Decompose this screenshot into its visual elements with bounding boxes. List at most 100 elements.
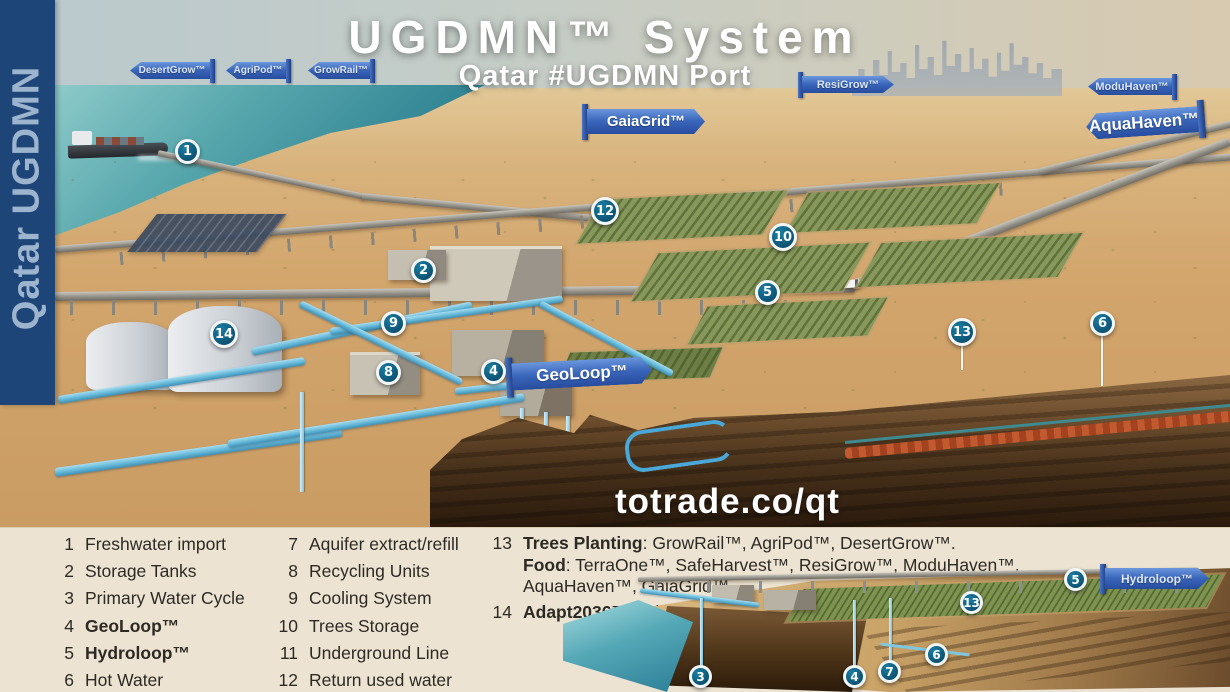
legend-item-number: 13 (492, 533, 512, 553)
inset-marker-3: 3 (689, 665, 712, 688)
banner-hydroloop-flag: Hydroloop™ (1105, 568, 1209, 589)
marker-number: 6 (1097, 316, 1108, 331)
inset-borehole-pipe (700, 598, 703, 668)
banner-hydroloop: Hydroloop™ (1100, 564, 1209, 594)
banner-growrail: GrowRail™ (308, 59, 375, 83)
banner-post (1100, 564, 1106, 594)
legend-item-number: 12 (278, 670, 298, 691)
banner-resigrow-flag: ResiGrow™ (802, 76, 894, 93)
marker-10: 10 (769, 223, 797, 251)
legend-item: 12 Return used water (272, 667, 459, 692)
marker-number: 9 (388, 316, 399, 331)
legend-item-label: Trees Storage (309, 615, 420, 636)
legend-item: 8 Recycling Units (272, 558, 459, 585)
banner-post (286, 59, 291, 83)
marker-stick (1101, 334, 1103, 386)
inset-marker-6: 6 (925, 643, 948, 666)
legend-item-label: Storage Tanks (85, 561, 197, 582)
marker-5: 5 (755, 280, 780, 305)
legend-item-number: 2 (64, 561, 74, 582)
legend-item-13-head: Trees Planting (523, 533, 643, 553)
legend-item: 6 Hot Water (48, 667, 245, 692)
banner-post (210, 59, 215, 83)
legend-item-number: 11 (279, 642, 298, 663)
banner-desertgrow-flag: DesertGrow™ (130, 62, 214, 79)
banner-moduhaven-flag: ModuHaven™ (1088, 78, 1176, 95)
marker-number: 4 (488, 364, 499, 379)
marker-6: 6 (1090, 311, 1115, 336)
website-link[interactable]: totrade.co/qt (615, 482, 840, 521)
sidebar: Qatar UGDMN (0, 0, 55, 405)
legend-item: 11 Underground Line (272, 640, 459, 667)
banner-post (1172, 74, 1177, 100)
page-title: UGDMN™ System (348, 11, 862, 63)
legend-item-number: 8 (288, 561, 298, 582)
inset-borehole-pipe (889, 598, 892, 660)
marker-2: 2 (411, 258, 436, 283)
marker-stick (961, 344, 963, 370)
marker-number: 13 (952, 324, 972, 340)
inset-borehole-pipe (853, 600, 856, 666)
banner-agripod: AgriPod™ (226, 59, 291, 83)
marker-14: 14 (210, 320, 238, 348)
marker-number: 8 (383, 365, 394, 380)
banner-post (370, 59, 375, 83)
legend-item-label: Cooling System (309, 588, 432, 609)
marker-13: 13 (948, 318, 976, 346)
marker-number: 4 (850, 669, 859, 684)
legend-item: 4 GeoLoop™ (48, 613, 245, 640)
banner-moduhaven: ModuHaven™ (1088, 74, 1177, 100)
legend-item-label: Primary Water Cycle (85, 588, 245, 609)
plant-building (430, 246, 562, 301)
legend-item-number: 14 (492, 601, 512, 622)
marker-1: 1 (175, 139, 200, 164)
legend-item-13-head2: Food (523, 554, 566, 575)
inset-marker-5: 5 (1064, 568, 1087, 591)
legend-item-label: Return used water (309, 670, 452, 691)
marker-number: 5 (762, 285, 773, 300)
marker-number: 6 (932, 647, 941, 662)
marker-number: 7 (885, 664, 894, 679)
marker-9: 9 (381, 311, 406, 336)
marker-8: 8 (376, 360, 401, 385)
marker-4: 4 (481, 359, 506, 384)
legend-item-label: GeoLoop™ (85, 615, 180, 636)
legend-item-number: 6 (64, 670, 74, 691)
legend-item-number: 7 (288, 534, 298, 554)
marker-number: 1 (182, 144, 193, 159)
inset-plant-building (764, 590, 816, 610)
banner-gaiagrid-flag: GaiaGrid™ (587, 109, 705, 134)
marker-12: 12 (591, 197, 619, 225)
legend-item-number: 1 (64, 534, 74, 554)
borehole-pipe (300, 392, 304, 492)
sidebar-vertical-label: Qatar UGDMN (5, 65, 48, 331)
cargo-ship (67, 128, 198, 162)
legend-item-number: 5 (64, 642, 74, 663)
legend-item-label: Hot Water (85, 670, 164, 691)
inset-marker-7: 7 (878, 660, 901, 683)
banner-post (582, 104, 588, 140)
legend-item-label: Underground Line (309, 642, 450, 663)
banner-resigrow: ResiGrow™ (798, 72, 894, 98)
legend-item: 2 Storage Tanks (48, 558, 245, 585)
banner-post (798, 72, 803, 98)
inset-marker-13: 13 (960, 591, 983, 614)
legend-item-number: 4 (64, 615, 74, 636)
marker-number: 10 (773, 229, 793, 245)
banner-gaiagrid: GaiaGrid™ (582, 104, 705, 140)
banner-desertgrow: DesertGrow™ (130, 59, 215, 83)
legend-item-13-rest: : GrowRail™, AgriPod™, DesertGrow™. (642, 533, 956, 553)
marker-number: 13 (963, 595, 980, 610)
legend-item-label: Recycling Units (309, 561, 430, 582)
banner-agripod-flag: AgriPod™ (226, 62, 290, 79)
marker-number: 2 (418, 263, 429, 278)
ship-containers (96, 137, 144, 145)
ship-superstructure (72, 131, 92, 145)
